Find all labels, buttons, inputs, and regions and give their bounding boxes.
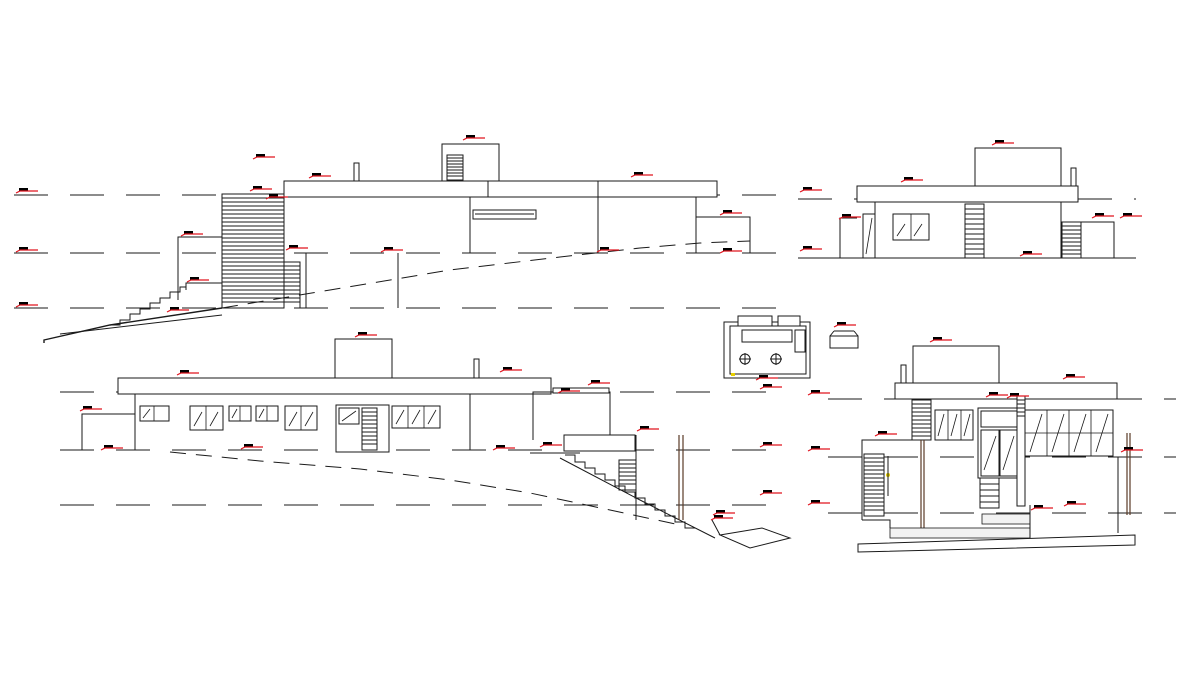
level-marker [719, 210, 742, 216]
door-hatch [362, 411, 377, 445]
level-marker [265, 194, 288, 200]
level-marker [636, 426, 659, 432]
level-marker [539, 442, 562, 448]
level-marker [929, 337, 952, 343]
level-marker [15, 247, 38, 253]
level-marker [240, 444, 263, 450]
level-marker [79, 406, 102, 412]
level-marker [807, 390, 830, 396]
level-marker [991, 140, 1014, 146]
level-marker [807, 446, 830, 452]
br-pillar-hatch [1017, 399, 1025, 417]
level-marker [180, 231, 203, 237]
level-marker [1063, 501, 1086, 507]
level-marker [838, 214, 861, 220]
elevation-top-left [14, 143, 780, 343]
level-marker [249, 186, 272, 192]
vent-hatch [447, 157, 463, 177]
level-marker [712, 510, 735, 516]
level-marker [557, 388, 580, 394]
level-marker [833, 322, 856, 328]
level-marker [100, 445, 123, 451]
level-marker [759, 442, 782, 448]
level-marker [462, 135, 485, 141]
level-marker [759, 490, 782, 496]
level-marker [492, 445, 515, 451]
wall-hatch [222, 197, 300, 303]
annex-hatch [619, 463, 636, 485]
level-marker [380, 247, 403, 253]
side-hatch [1062, 225, 1081, 255]
elevation-bottom-right [828, 345, 1176, 553]
level-marker [807, 500, 830, 506]
br-lower-hatch [864, 457, 884, 511]
level-marker [874, 431, 897, 437]
level-marker [1120, 447, 1143, 453]
level-marker [587, 380, 610, 386]
window-row [139, 405, 441, 431]
level-marker [799, 246, 822, 252]
level-marker [710, 515, 733, 521]
elevation-bottom-left [60, 338, 792, 549]
level-marker [719, 248, 742, 254]
level-marker [15, 302, 38, 308]
level-marker [755, 375, 778, 381]
level-marker [1091, 213, 1114, 219]
level-marker [900, 177, 923, 183]
level-marker [166, 307, 189, 313]
level-marker [985, 392, 1008, 398]
level-marker [285, 245, 308, 251]
level-marker [596, 247, 619, 253]
elevation-top-right [798, 147, 1136, 259]
level-marker [15, 188, 38, 194]
column-hatch [965, 208, 984, 255]
level-marker [799, 187, 822, 193]
plan-detail [723, 315, 859, 379]
level-marker [252, 154, 275, 160]
level-marker [1019, 251, 1042, 257]
br-left-hatch [912, 403, 931, 437]
level-marker [1119, 213, 1142, 219]
level-marker [308, 173, 331, 179]
level-markers [15, 135, 1143, 521]
level-marker [1062, 374, 1085, 380]
level-marker [499, 367, 522, 373]
level-marker [1030, 505, 1053, 511]
level-marker [186, 277, 209, 283]
level-marker [176, 370, 199, 376]
level-marker [1006, 393, 1029, 399]
level-marker [354, 332, 377, 338]
level-marker [630, 172, 653, 178]
level-marker [759, 384, 782, 390]
